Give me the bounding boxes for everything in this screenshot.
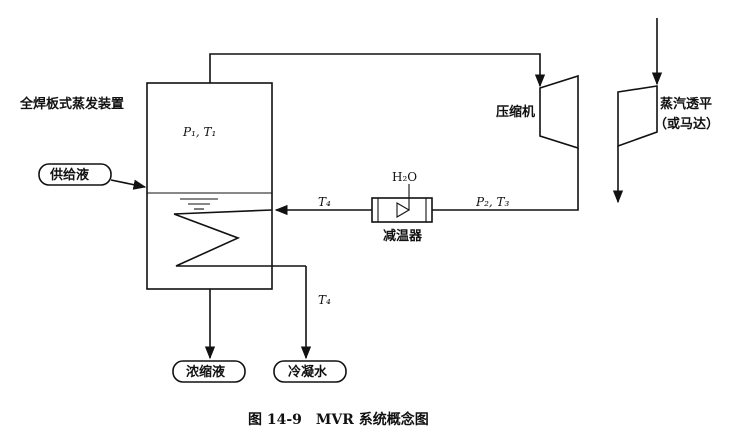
feed-badge [38, 163, 112, 186]
feed-label: 供给液 [49, 167, 89, 183]
condensate-label: 冷凝水 [288, 364, 328, 380]
evaporator-vessel [146, 82, 306, 290]
compressed-vapor-line [432, 148, 579, 211]
concentrate-label: 浓缩液 [186, 364, 225, 380]
compressed-state-label: P₂, T₃ [475, 195, 510, 209]
evaporator-state-label: P₁, T₁ [182, 125, 216, 139]
desuperheater [371, 184, 433, 223]
turbine-label-line1: 蒸汽透平 [660, 96, 712, 112]
turbine [617, 85, 658, 148]
compressor [539, 74, 579, 150]
turbine-label-line2: （或马达） [654, 116, 719, 132]
desuperheater-label: 减温器 [383, 228, 423, 244]
condensate-badge [273, 360, 347, 383]
condensate-temp-label: T₄ [318, 293, 331, 307]
vapor-line [209, 53, 546, 88]
water-injection-label: H₂O [392, 170, 417, 184]
return-temp-label: T₄ [318, 195, 331, 209]
figure-caption: 图 14-9 MVR 系统概念图 [248, 411, 429, 428]
compressor-label: 压缩机 [496, 104, 535, 120]
feed-line [110, 179, 147, 190]
evaporator-label: 全焊板式蒸发装置 [19, 96, 124, 112]
concentrate-badge [172, 360, 246, 383]
